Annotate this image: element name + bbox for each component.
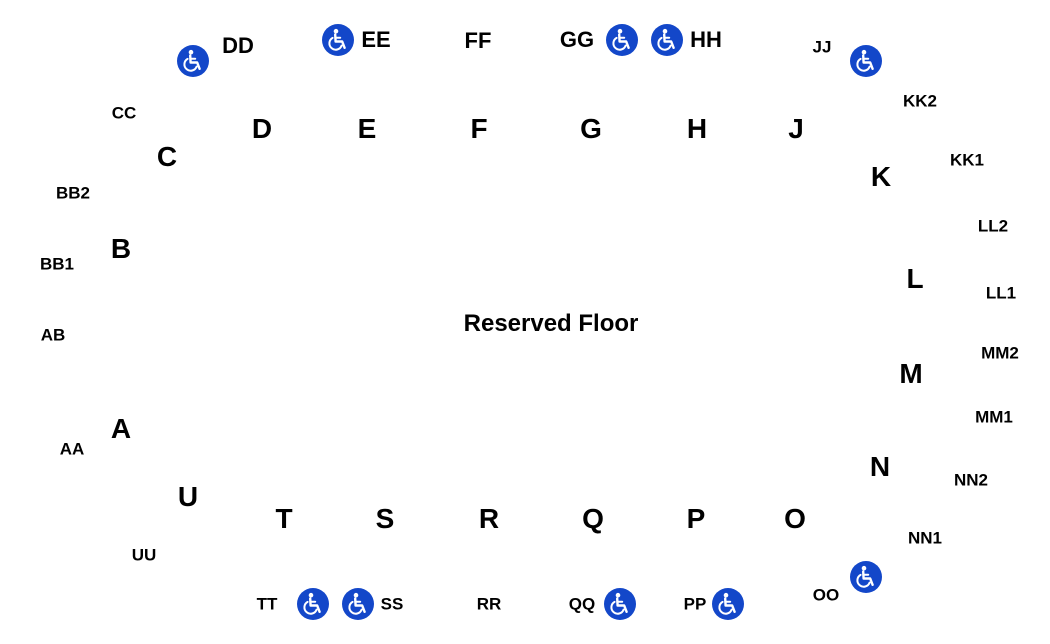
section-r[interactable]: R <box>478 503 500 534</box>
section-ll1[interactable]: LL1 <box>985 283 1017 303</box>
section-g[interactable]: G <box>580 113 602 144</box>
section-t[interactable]: T <box>275 503 293 534</box>
section-oo[interactable]: OO <box>812 585 840 605</box>
section-d[interactable]: D <box>251 113 273 144</box>
section-ab[interactable]: AB <box>40 325 66 345</box>
section-hh[interactable]: HH <box>690 27 722 52</box>
section-j[interactable]: J <box>788 113 804 144</box>
section-qq[interactable]: QQ <box>568 594 596 614</box>
section-cc[interactable]: CC <box>111 103 137 123</box>
wheelchair-accessibility-icon <box>651 24 683 56</box>
section-s[interactable]: S <box>375 503 395 534</box>
section-mm2[interactable]: MM2 <box>981 343 1019 363</box>
section-b[interactable]: B <box>110 233 132 264</box>
section-mm1[interactable]: MM1 <box>975 407 1013 427</box>
section-bb2[interactable]: BB2 <box>55 183 91 203</box>
section-dd[interactable]: DD <box>222 33 254 58</box>
section-u[interactable]: U <box>177 481 199 512</box>
section-o[interactable]: O <box>784 503 806 534</box>
section-q[interactable]: Q <box>582 503 604 534</box>
section-f[interactable]: F <box>470 113 488 144</box>
section-ss[interactable]: SS <box>380 594 404 614</box>
wheelchair-accessibility-icon <box>177 45 209 77</box>
section-bb1[interactable]: BB1 <box>39 254 75 274</box>
floor-label: Reserved Floor <box>463 310 639 337</box>
section-kk1[interactable]: KK1 <box>949 150 985 170</box>
section-ll2[interactable]: LL2 <box>977 216 1009 236</box>
section-e[interactable]: E <box>357 113 377 144</box>
wheelchair-accessibility-icon <box>606 24 638 56</box>
section-tt[interactable]: TT <box>256 594 278 614</box>
section-aa[interactable]: AA <box>59 439 85 459</box>
section-jj[interactable]: JJ <box>812 37 832 57</box>
section-gg[interactable]: GG <box>559 27 595 52</box>
wheelchair-accessibility-icon <box>850 561 882 593</box>
wheelchair-accessibility-icon <box>322 24 354 56</box>
wheelchair-accessibility-icon <box>297 588 329 620</box>
section-kk2[interactable]: KK2 <box>902 91 938 111</box>
section-m[interactable]: M <box>899 358 923 389</box>
section-c[interactable]: C <box>156 141 178 172</box>
section-nn2[interactable]: NN2 <box>953 470 989 490</box>
section-rr[interactable]: RR <box>476 594 502 614</box>
section-ff[interactable]: FF <box>464 28 492 53</box>
wheelchair-accessibility-icon <box>604 588 636 620</box>
section-h[interactable]: H <box>686 113 708 144</box>
section-p[interactable]: P <box>686 503 706 534</box>
section-l[interactable]: L <box>906 263 924 294</box>
section-nn1[interactable]: NN1 <box>907 528 943 548</box>
section-pp[interactable]: PP <box>683 594 707 614</box>
wheelchair-accessibility-icon <box>342 588 374 620</box>
wheelchair-accessibility-icon <box>712 588 744 620</box>
section-k[interactable]: K <box>870 161 892 192</box>
section-n[interactable]: N <box>869 451 891 482</box>
wheelchair-accessibility-icon <box>850 45 882 77</box>
section-a[interactable]: A <box>110 413 132 444</box>
section-uu[interactable]: UU <box>131 545 157 565</box>
section-ee[interactable]: EE <box>361 27 391 52</box>
